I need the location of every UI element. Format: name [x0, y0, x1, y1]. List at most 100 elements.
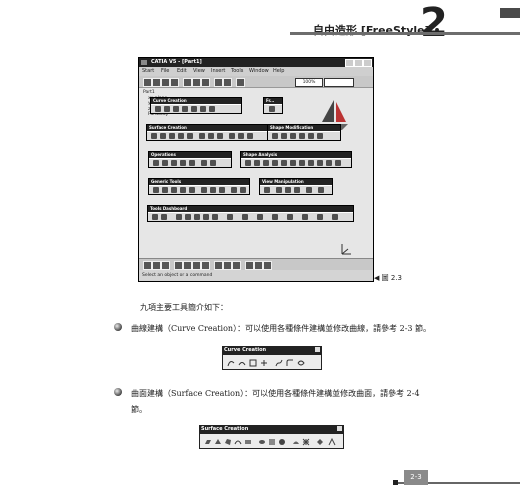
match-curve-icon — [297, 360, 305, 366]
rotate-icon — [174, 261, 183, 270]
palette-tools-dashboard: Tools Dashboard — [147, 205, 354, 222]
styling-corner-icon — [286, 359, 293, 366]
intro-paragraph: 九項主要工具簡介如下： — [140, 303, 228, 312]
render-style-icon — [223, 261, 232, 270]
paste-icon — [201, 78, 210, 87]
toolbar-icons — [199, 433, 344, 449]
menu-insert: Insert — [211, 68, 226, 74]
close-icon — [315, 347, 320, 352]
toolbar-icons — [222, 354, 322, 370]
project-curve-icon — [261, 360, 267, 366]
net-surface-icon — [302, 438, 310, 446]
hide-show-icon — [232, 261, 241, 270]
menu-tools: Tools — [231, 68, 244, 74]
view-toolbar — [139, 258, 373, 271]
palette-icons — [149, 159, 231, 167]
header-rule — [290, 32, 520, 35]
palette-title: View Manipulation — [260, 179, 332, 185]
zoom-in-icon — [183, 261, 192, 270]
palette-shape-modification: Shape Modification — [267, 124, 341, 141]
styling-extrapolate-icon — [279, 439, 285, 445]
palette-title: Shape Modification — [268, 125, 340, 131]
fit-all-icon — [152, 261, 161, 270]
copy-icon — [192, 78, 201, 87]
palette-icons — [147, 132, 267, 140]
palette-shape-analysis: Shape Analysis — [240, 151, 352, 168]
palette-icons — [241, 159, 351, 167]
redo-icon — [223, 78, 232, 87]
minimize-icon — [345, 59, 354, 67]
status-bar: Select an object or a command — [139, 270, 373, 281]
app-icon — [141, 60, 147, 65]
zoom-field: 100% — [295, 78, 323, 87]
palette-fr: Fr... — [263, 97, 283, 114]
palette-icons — [148, 213, 353, 221]
close-icon — [363, 59, 372, 67]
bullet-icon — [114, 388, 122, 396]
bullet-icon — [114, 323, 122, 331]
palette-operations: Operations — [148, 151, 232, 168]
offset-icon — [269, 439, 275, 445]
palette-title: Operations — [149, 152, 231, 158]
page-number: 2-3 — [404, 470, 428, 485]
fly-icon — [143, 261, 152, 270]
item-surface-creation-line1: 曲面建構（Surface Creation）：可以使用各種條件建構並修改曲面，請… — [131, 389, 420, 398]
surface-creation-toolbar: Surface Creation — [199, 425, 344, 449]
print-icon — [170, 78, 179, 87]
pan-icon — [161, 261, 170, 270]
menu-start: Start — [142, 68, 155, 74]
window-titlebar: CATIA V5 - [Part1] — [139, 58, 373, 67]
blend-curve-icon — [275, 359, 283, 367]
curve-creation-toolbar: Curve Creation — [222, 346, 322, 370]
window-title: CATIA V5 - [Part1] — [151, 59, 202, 65]
tree-item: Part1 — [143, 90, 155, 95]
catia-window-figure: CATIA V5 - [Part1] Start File Edit View … — [138, 57, 374, 282]
curve-on-surface-icon — [238, 362, 246, 366]
standard-toolbar: 100% — [139, 76, 373, 88]
compass-icon — [263, 261, 272, 270]
menu-edit: Edit — [177, 68, 187, 74]
menu-help: Help — [273, 68, 285, 74]
palette-curve-creation: Curve Creation — [150, 97, 242, 114]
blend-surface-icon — [293, 441, 299, 444]
item-curve-creation: 曲線建構（Curve Creation）：可以使用各種條件建構並修改曲線，請參考… — [131, 324, 432, 333]
header-corner-tab — [500, 8, 520, 18]
footer-rule — [398, 482, 520, 484]
menu-view: View — [193, 68, 205, 74]
page-marker — [393, 480, 398, 485]
palette-title: Curve Creation — [151, 98, 241, 104]
3d-curve-icon — [227, 361, 235, 367]
help-icon — [236, 78, 245, 87]
palette-surface-creation: Surface Creation — [146, 124, 268, 141]
figure-caption-text: 圖 2.3 — [381, 274, 402, 282]
palette-generic-tools: Generic Tools — [148, 178, 250, 195]
4-point-patch-icon — [225, 439, 231, 445]
palette-icons — [264, 105, 282, 113]
palette-icons — [268, 132, 340, 140]
palette-title: Fr... — [264, 98, 282, 104]
item-surface-creation-line2: 節。 — [131, 405, 147, 414]
geometry-extraction-icon — [234, 440, 242, 445]
new-icon — [143, 78, 152, 87]
normal-view-icon — [201, 261, 210, 270]
styling-sweep-icon — [317, 439, 323, 445]
toolbar-title: Curve Creation — [222, 346, 322, 354]
toolbar-title: Surface Creation — [199, 425, 344, 433]
zoom-out-icon — [192, 261, 201, 270]
palette-title: Generic Tools — [149, 179, 249, 185]
palette-title: Tools Dashboard — [148, 206, 353, 212]
undo-icon — [214, 78, 223, 87]
cut-icon — [183, 78, 192, 87]
isoparametric-curve-icon — [249, 359, 257, 367]
planar-patch-icon — [205, 440, 211, 444]
open-icon — [152, 78, 161, 87]
figure-caption: ◀ 圖 2.3 — [374, 274, 402, 282]
menu-file: File — [161, 68, 170, 74]
revolve-icon — [259, 440, 265, 444]
menu-window: Window — [249, 68, 269, 74]
maximize-icon — [354, 59, 363, 67]
3-point-patch-icon — [215, 439, 221, 444]
chapter-number: 2 — [420, 0, 448, 46]
menubar: Start File Edit View Insert Tools Window… — [139, 67, 373, 76]
palette-icons — [149, 186, 249, 194]
